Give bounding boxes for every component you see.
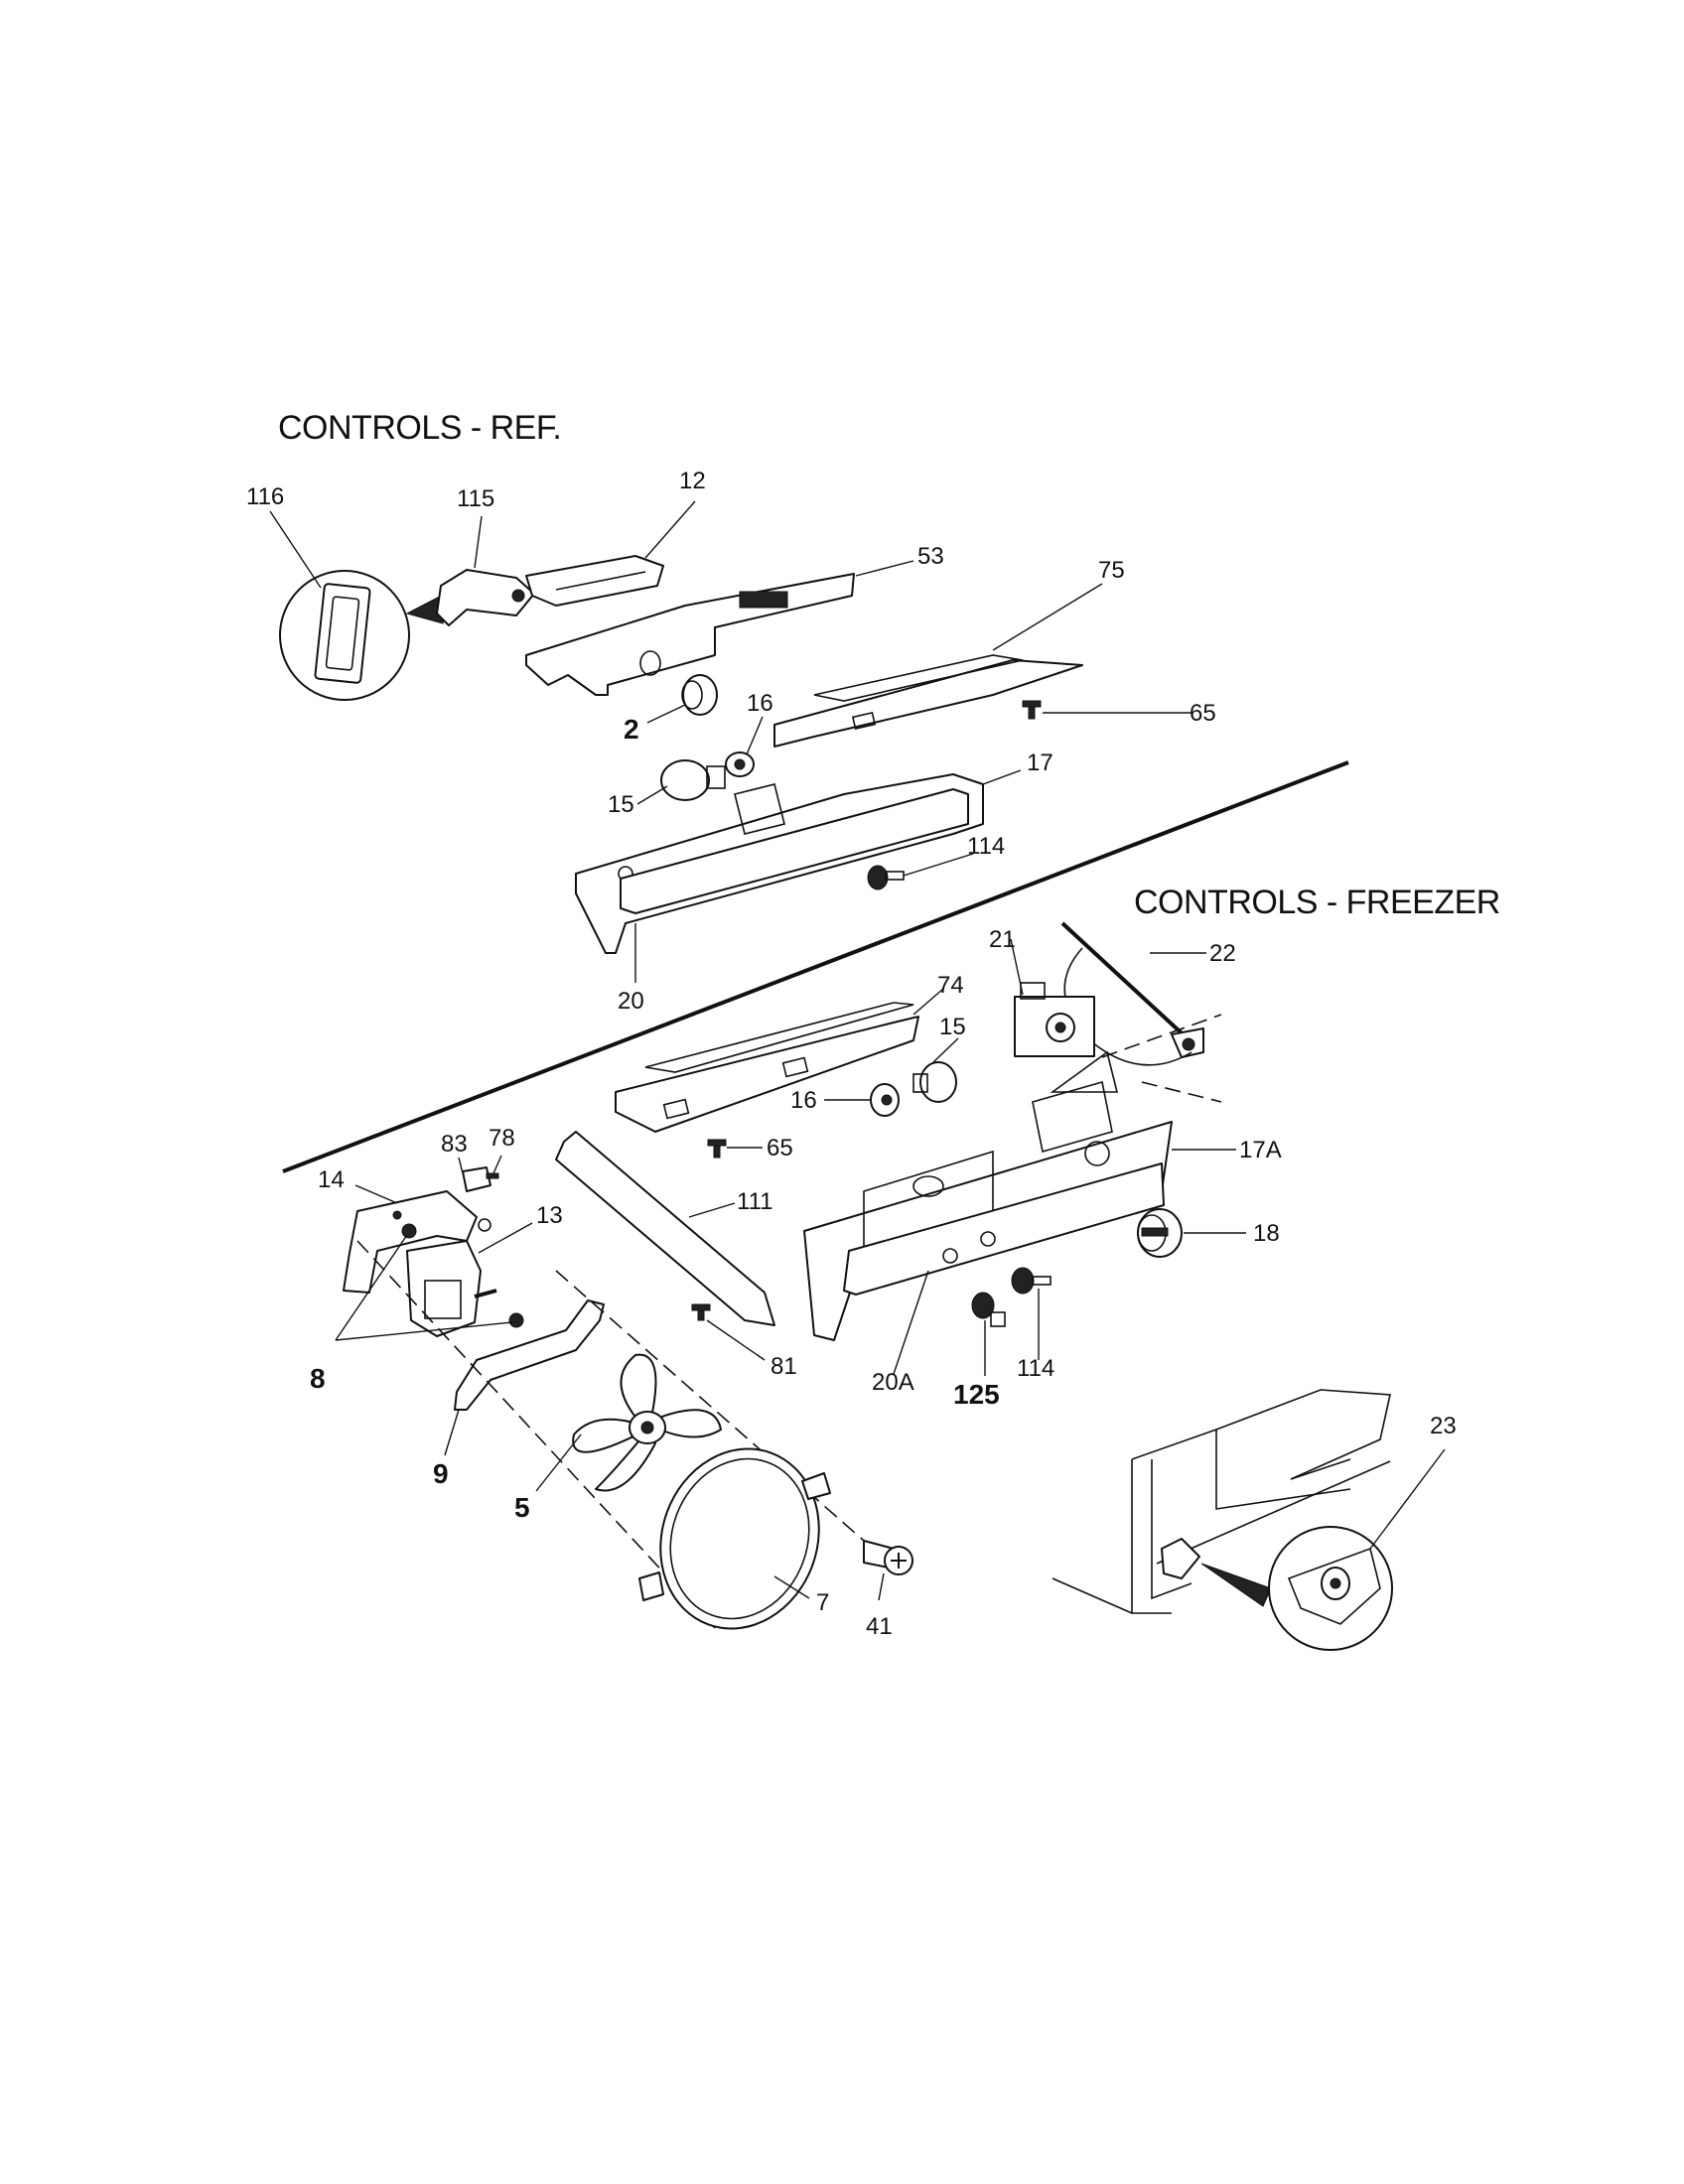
part-16-socket <box>725 751 755 777</box>
part-23-cabinet-detail <box>1052 1389 1393 1651</box>
label-125: 125 <box>953 1379 1000 1410</box>
label-16-ref: 16 <box>747 690 773 717</box>
part-20-panel <box>620 788 969 914</box>
part-16-socket-freezer <box>870 1083 900 1117</box>
label-21: 21 <box>989 926 1016 953</box>
label-53: 53 <box>917 543 944 570</box>
label-14: 14 <box>318 1166 345 1193</box>
part-5-fan-blade <box>572 1353 722 1492</box>
part-21-thermostat <box>1014 982 1095 1057</box>
label-23: 23 <box>1430 1413 1457 1439</box>
part-65-screw-freezer <box>707 1139 727 1159</box>
label-65-freezer: 65 <box>767 1135 793 1161</box>
label-17: 17 <box>1027 750 1053 776</box>
label-65-ref: 65 <box>1190 700 1216 727</box>
part-18-knob <box>1137 1208 1183 1258</box>
part-8-grommets <box>401 1223 524 1328</box>
label-9: 9 <box>433 1458 449 1489</box>
part-14-bracket <box>343 1190 491 1294</box>
part-75-plate <box>773 654 1083 748</box>
part-2-knob <box>681 674 718 716</box>
label-114-freezer: 114 <box>1017 1355 1054 1382</box>
part-9-bracket <box>454 1299 605 1411</box>
part-53-housing <box>525 573 855 696</box>
label-114-ref: 114 <box>967 833 1005 860</box>
label-13: 13 <box>536 1202 563 1229</box>
connector-dashed-21 <box>1101 1014 1222 1103</box>
part-22-probe <box>1060 921 1204 1066</box>
part-13-motor <box>406 1240 497 1337</box>
label-116: 116 <box>246 483 284 510</box>
assembly-dashed-line <box>356 1240 716 1629</box>
label-12: 12 <box>679 468 706 494</box>
label-18: 18 <box>1253 1220 1280 1247</box>
controls-freezer-title: CONTROLS - FREEZER <box>1134 884 1500 921</box>
part-111-strap <box>555 1131 775 1326</box>
label-78: 78 <box>489 1125 515 1152</box>
part-116-detail <box>279 570 450 701</box>
part-83-clip <box>462 1166 491 1192</box>
label-83: 83 <box>441 1131 468 1158</box>
part-12-cover <box>525 555 664 607</box>
label-15-freezer: 15 <box>939 1014 966 1040</box>
part-7-shroud-ring <box>638 1447 831 1630</box>
label-8: 8 <box>310 1363 326 1394</box>
label-115: 115 <box>457 485 494 512</box>
part-15-bulb <box>660 759 726 801</box>
label-41: 41 <box>866 1613 893 1640</box>
part-65-screw <box>1022 700 1042 720</box>
label-15-ref: 15 <box>608 791 634 818</box>
label-17A: 17A <box>1239 1137 1282 1163</box>
part-20A-panel <box>843 1162 1165 1296</box>
part-15-bulb-freezer <box>912 1061 957 1103</box>
label-81: 81 <box>771 1353 797 1380</box>
label-22: 22 <box>1209 940 1236 967</box>
part-41-screw <box>863 1540 913 1575</box>
label-111: 111 <box>737 1188 772 1215</box>
label-2: 2 <box>624 714 639 745</box>
part-74-plate <box>615 1002 919 1133</box>
part-115-bracket <box>436 569 535 626</box>
section-divider-line <box>282 760 1349 1173</box>
part-81-screw <box>691 1303 711 1321</box>
label-74: 74 <box>937 972 964 999</box>
label-5: 5 <box>514 1492 530 1523</box>
part-114-switch-freezer <box>1011 1267 1052 1295</box>
label-75: 75 <box>1098 557 1125 584</box>
label-16-freezer: 16 <box>790 1087 817 1114</box>
label-7: 7 <box>816 1589 829 1616</box>
part-125-switch <box>971 1292 1006 1327</box>
leader-lines <box>269 500 1446 1601</box>
label-20A: 20A <box>872 1369 914 1396</box>
part-78-screw <box>486 1172 499 1179</box>
controls-ref-title: CONTROLS - REF. <box>278 409 561 447</box>
part-114-switch <box>867 865 905 890</box>
label-20: 20 <box>618 988 644 1015</box>
